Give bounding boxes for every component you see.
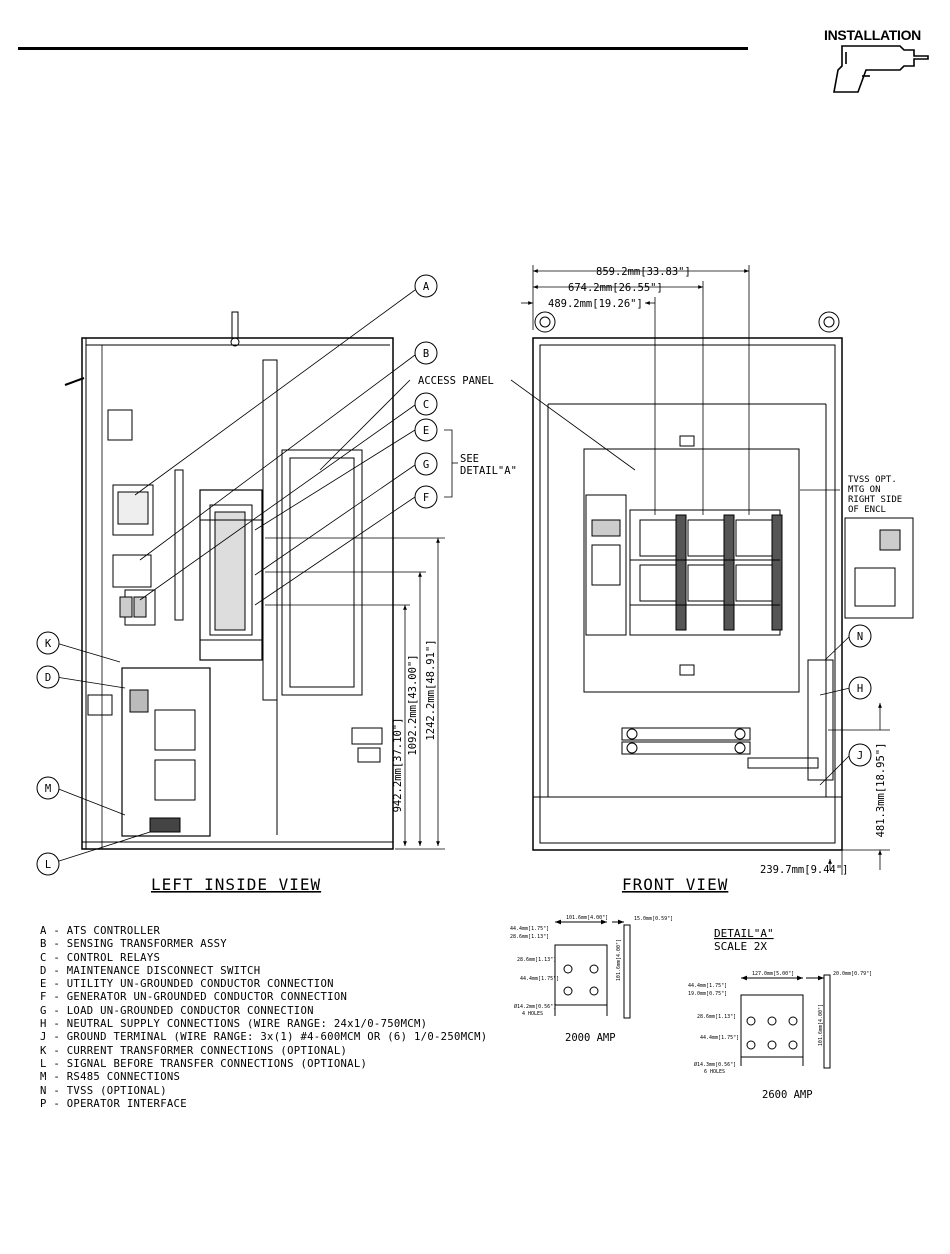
left-view-leaders [55, 289, 416, 863]
d2000-hole: Ø14.2mm[0.56"] [514, 1003, 556, 1010]
d2000-b: 28.6mm[1.13"] [510, 934, 549, 940]
busbar-2600 [740, 974, 831, 1069]
callout-B-label: B [423, 348, 429, 360]
d2000-c: 28.6mm[1.13"] [517, 957, 556, 963]
d2600-d: 44.4mm[1.75"] [700, 1035, 739, 1041]
d2000-a: 44.4mm[1.75"] [510, 926, 549, 932]
legend-item: E - UTILITY UN-GROUNDED CONDUCTOR CONNEC… [40, 978, 334, 991]
d2600-hole: Ø14.3mm[0.56"] [694, 1061, 736, 1068]
callout-H [848, 676, 872, 700]
legend-item: M - RS485 CONNECTIONS [40, 1071, 181, 1084]
callout-J-label: J [857, 750, 863, 762]
d2600-c: 28.6mm[1.13"] [697, 1014, 736, 1020]
legend-item: F - GENERATOR UN-GROUNDED CONDUCTOR CONN… [40, 991, 348, 1004]
dim-ground-offset: 239.7mm[9.44"] [760, 864, 849, 876]
tvss-label-1: TVSS OPT. [848, 475, 897, 485]
callouts-left [36, 274, 438, 876]
legend-list: A - ATS CONTROLLER B - SENSING TRANSFORM… [40, 925, 487, 1111]
d2000-w: 101.6mm[4.00"] [566, 915, 608, 921]
d2000-t: 15.0mm[0.59"] [634, 916, 673, 922]
callout-F-label: F [423, 492, 429, 504]
callout-L-label: L [45, 859, 51, 871]
d2000-holes: 4 HOLES [522, 1011, 543, 1017]
callout-L [36, 852, 60, 876]
callout-G-label: G [423, 459, 429, 471]
header-rule [18, 47, 748, 50]
d2600-b: 19.0mm[0.75"] [688, 991, 727, 997]
dim-ground-height: 481.3mm[18.95"] [875, 743, 887, 838]
see-detail-label-2: DETAIL"A" [460, 465, 517, 477]
callout-M-label: M [45, 783, 51, 795]
legend-item: N - TVSS (OPTIONAL) [40, 1084, 167, 1097]
callout-H-label: H [857, 683, 863, 695]
detail-a-title: DETAIL"A" [714, 927, 774, 940]
callout-F [414, 485, 438, 509]
legend-item: K - CURRENT TRANSFORMER CONNECTIONS (OPT… [40, 1044, 348, 1057]
access-panel-label: ACCESS PANEL [418, 375, 494, 387]
amp-2600-label: 2600 AMP [762, 1089, 813, 1101]
left-view-dimensions [265, 537, 445, 850]
front-view-leaders [510, 379, 851, 786]
d2000-h: 101.6mm[4.00"] [616, 939, 622, 981]
left-inside-view [64, 311, 394, 850]
legend-item: C - CONTROL RELAYS [40, 951, 161, 964]
callout-C-label: C [423, 399, 429, 411]
tvss-label-3: RIGHT SIDE [848, 495, 902, 505]
left-view-title: LEFT INSIDE VIEW [151, 875, 321, 894]
d2000-d: 44.4mm[1.75"] [520, 976, 559, 982]
legend-item: D - MAINTENANCE DISCONNECT SWITCH [40, 964, 261, 977]
d2600-holes: 6 HOLES [704, 1069, 725, 1075]
legend-item: J - GROUND TERMINAL (WIRE RANGE: 3x(1) #… [40, 1031, 488, 1044]
tvss-label-4: OF ENCL [848, 505, 886, 515]
callout-M [36, 776, 60, 800]
dim-height-2: 1092.2mm[43.00"] [407, 654, 419, 755]
callout-N-label: N [857, 631, 863, 643]
legend-item: G - LOAD UN-GROUNDED CONDUCTOR CONNECTIO… [40, 1004, 314, 1017]
dim-width-3: 489.2mm[19.26"] [548, 298, 643, 310]
front-view-dimensions [521, 265, 890, 875]
dim-height-3: 1242.2mm[48.91"] [425, 639, 437, 740]
callout-E [414, 418, 438, 442]
callout-A [414, 274, 438, 298]
callout-A-label: A [423, 281, 430, 293]
d2600-t: 20.0mm[0.79"] [833, 971, 872, 977]
legend-item: B - SENSING TRANSFORMER ASSY [40, 938, 227, 951]
front-view-title: FRONT VIEW [622, 875, 728, 894]
dim-width-2: 674.2mm[26.55"] [568, 282, 663, 294]
legend-item: L - SIGNAL BEFORE TRANSFER CONNECTIONS (… [40, 1057, 368, 1070]
callout-C [414, 392, 438, 416]
callout-K [36, 631, 60, 655]
legend-item: H - NEUTRAL SUPPLY CONNECTIONS (WIRE RAN… [40, 1018, 428, 1031]
busbar-2000 [554, 919, 631, 1019]
d2600-a: 44.4mm[1.75"] [688, 983, 727, 989]
legend-item: A - ATS CONTROLLER [40, 925, 161, 937]
callout-D [36, 665, 60, 689]
callout-E-label: E [423, 425, 429, 437]
section-title: INSTALLATION [824, 27, 921, 43]
detail-a-scale: SCALE 2X [714, 940, 767, 953]
tvss-label-2: MTG ON [848, 485, 881, 495]
dim-height-1: 942.2mm[37.10"] [392, 718, 404, 813]
callout-G [414, 452, 438, 476]
see-detail-label-1: SEE [460, 453, 479, 465]
callout-B [414, 341, 438, 365]
front-view [532, 311, 914, 851]
callout-K-label: K [45, 638, 52, 650]
d2600-w: 127.0mm[5.00"] [752, 971, 794, 977]
amp-2000-label: 2000 AMP [565, 1032, 616, 1044]
dim-width-overall: 859.2mm[33.83"] [596, 266, 691, 278]
callout-N [848, 624, 872, 648]
drill-icon [833, 45, 929, 93]
legend-item: P - OPERATOR INTERFACE [40, 1097, 187, 1110]
d2600-h: 101.6mm[4.00"] [818, 1004, 824, 1046]
callout-D-label: D [45, 672, 51, 684]
callout-J [848, 743, 872, 767]
